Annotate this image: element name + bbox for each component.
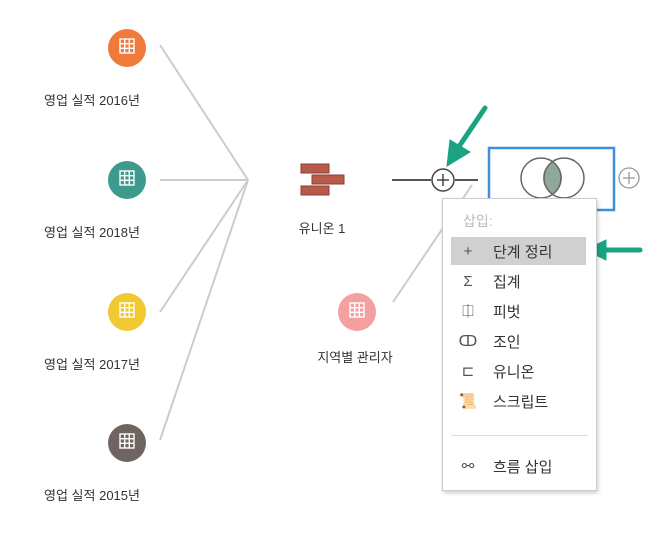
source-node[interactable] bbox=[108, 424, 146, 462]
table-icon bbox=[118, 301, 136, 324]
source-label: 영업 실적 2015년 bbox=[44, 488, 140, 503]
source-node[interactable] bbox=[108, 293, 146, 331]
menu-item[interactable]: ⊏유니온 bbox=[451, 357, 586, 385]
union-node-icon bbox=[300, 163, 345, 196]
pivot-icon: ⎅ bbox=[461, 302, 474, 320]
insert-plus-icon bbox=[431, 168, 455, 192]
table-icon bbox=[118, 169, 136, 192]
menu-item[interactable]: ⎅피벗 bbox=[451, 297, 586, 325]
menu-item[interactable]: 📜스크립트 bbox=[458, 393, 549, 411]
source-label: 영업 실적 2018년 bbox=[44, 225, 140, 240]
plus-icon: + bbox=[463, 242, 473, 260]
add-step-plus-icon bbox=[618, 167, 640, 189]
menu-item[interactable]: +단계 정리 bbox=[451, 237, 586, 265]
menu-header: 삽입: bbox=[463, 213, 493, 229]
source-label: 영업 실적 2016년 bbox=[44, 93, 140, 108]
table-icon bbox=[118, 37, 136, 60]
source-node[interactable] bbox=[108, 29, 146, 67]
table-icon bbox=[118, 432, 136, 455]
source-node[interactable] bbox=[108, 161, 146, 199]
union-icon: ⊏ bbox=[461, 363, 475, 380]
source-label: 영업 실적 2017년 bbox=[44, 357, 140, 372]
manager-node[interactable] bbox=[338, 293, 376, 331]
union-label: 유니온 1 bbox=[298, 221, 346, 236]
flow-icon: ⚯ bbox=[461, 458, 475, 475]
join-icon: ↀ bbox=[458, 333, 478, 350]
manager-label: 지역별 관리자 bbox=[317, 350, 393, 365]
sigma-icon: Σ bbox=[463, 272, 473, 290]
table-icon bbox=[348, 301, 366, 324]
menu-item-insert-flow[interactable]: ⚯ 흐름 삽입 bbox=[451, 452, 586, 480]
script-icon: 📜 bbox=[458, 393, 478, 410]
menu-divider bbox=[451, 435, 588, 436]
